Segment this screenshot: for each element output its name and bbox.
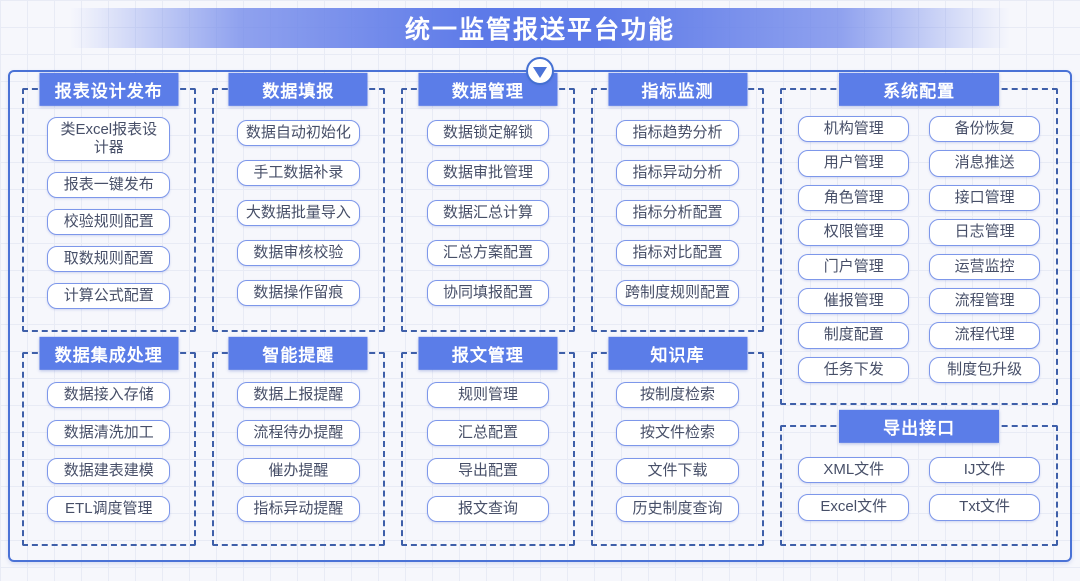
chevron-down-icon [533,66,547,78]
feature-item: 催办提醒 [236,457,360,485]
column-5: 系统配置 机构管理 备份恢复 用户管理 消息推送 角色管理 接口管理 权限管理 … [780,72,1059,546]
feature-item: 权限管理 [798,219,910,246]
feature-item: 日志管理 [929,219,1041,246]
feature-item: 数据接入存储 [47,381,171,408]
group-data-filling: 数据填报 数据自动初始化 手工数据补录 大数据批量导入 数据审核校验 数据操作留… [211,72,386,332]
feature-item: 取数规则配置 [47,245,171,273]
group-indicator-monitoring: 指标监测 指标趋势分析 指标异动分析 指标分析配置 指标对比配置 跨制度规则配置 [590,72,765,332]
group-items: 数据接入存储 数据清洗加工 数据建表建模 ETL调度管理 [24,354,194,544]
group-title: 指标监测 [607,72,748,106]
feature-item: 指标异动分析 [616,159,739,186]
group-message-management: 报文管理 规则管理 汇总配置 导出配置 报文查询 [401,336,575,546]
feature-item: 计算公式配置 [47,282,171,310]
feature-item: 指标分析配置 [616,199,739,226]
feature-item: 消息推送 [929,150,1041,177]
feature-item: 大数据批量导入 [236,199,360,226]
feature-item: 跨制度规则配置 [616,279,739,306]
feature-item: 按文件检索 [616,419,739,446]
feature-item: 导出配置 [426,457,550,485]
feature-item: 流程待办提醒 [236,419,360,446]
group-title: 数据集成处理 [39,336,179,370]
feature-item: 手工数据补录 [236,159,360,186]
feature-item: 催报管理 [798,287,910,315]
panel-content: 报表设计发布 类Excel报表设计器 报表一键发布 校验规则配置 取数规则配置 … [22,72,1059,546]
feature-item: 任务下发 [798,356,910,383]
feature-item: 数据自动初始化 [236,119,360,146]
feature-item: 数据锁定解锁 [426,119,550,146]
group-data-management: 数据管理 数据锁定解锁 数据审批管理 数据汇总计算 汇总方案配置 协同填报配置 [401,72,575,332]
feature-item: 数据上报提醒 [236,381,360,408]
group-items: 数据锁定解锁 数据审批管理 数据汇总计算 汇总方案配置 协同填报配置 [403,90,573,330]
group-title: 知识库 [607,336,748,370]
feature-item: 运营监控 [929,253,1041,280]
group-items: 指标趋势分析 指标异动分析 指标分析配置 指标对比配置 跨制度规则配置 [593,90,763,330]
feature-item: 报表一键发布 [47,171,171,199]
group-knowledge-base: 知识库 按制度检索 按文件检索 文件下载 历史制度查询 [590,336,765,546]
feature-item: 角色管理 [798,184,910,212]
feature-item: 汇总配置 [426,419,550,446]
group-title: 报表设计发布 [39,72,179,106]
feature-item: 数据操作留痕 [236,279,360,306]
feature-item: 报文查询 [426,495,550,523]
group-items: 机构管理 备份恢复 用户管理 消息推送 角色管理 接口管理 权限管理 日志管理 … [782,90,1056,403]
column-2: 数据填报 数据自动初始化 手工数据补录 大数据批量导入 数据审核校验 数据操作留… [211,72,386,546]
feature-item: 指标趋势分析 [616,119,739,146]
feature-item: 数据汇总计算 [426,199,550,226]
feature-item: 制度包升级 [929,356,1041,383]
feature-item: 数据清洗加工 [47,419,171,446]
feature-item: IJ文件 [929,456,1041,483]
group-items: 按制度检索 按文件检索 文件下载 历史制度查询 [593,354,763,544]
feature-item: Txt文件 [929,494,1041,521]
group-items: 类Excel报表设计器 报表一键发布 校验规则配置 取数规则配置 计算公式配置 [24,90,194,330]
group-items: 数据上报提醒 流程待办提醒 催办提醒 指标异动提醒 [214,354,384,544]
feature-item: 接口管理 [929,184,1041,212]
feature-item: 历史制度查询 [616,495,739,523]
group-title: 系统配置 [839,72,1000,106]
group-export-interface: 导出接口 XML文件 IJ文件 Excel文件 Txt文件 [780,409,1059,546]
feature-item: 数据审批管理 [426,159,550,186]
group-items: 规则管理 汇总配置 导出配置 报文查询 [403,354,573,544]
collapse-indicator [526,57,554,85]
group-data-integration: 数据集成处理 数据接入存储 数据清洗加工 数据建表建模 ETL调度管理 [22,336,196,546]
feature-item: 制度配置 [798,322,910,349]
column-1: 报表设计发布 类Excel报表设计器 报表一键发布 校验规则配置 取数规则配置 … [22,72,196,546]
feature-item: 备份恢复 [929,116,1041,143]
feature-item: 按制度检索 [616,381,739,408]
group-title: 智能提醒 [228,336,368,370]
feature-item: 指标异动提醒 [236,495,360,523]
feature-item: 流程代理 [929,322,1041,349]
feature-item: 流程管理 [929,287,1041,315]
platform-functions-panel: 报表设计发布 类Excel报表设计器 报表一键发布 校验规则配置 取数规则配置 … [8,70,1072,562]
column-4: 指标监测 指标趋势分析 指标异动分析 指标分析配置 指标对比配置 跨制度规则配置… [590,72,765,546]
column-3: 数据管理 数据锁定解锁 数据审批管理 数据汇总计算 汇总方案配置 协同填报配置 … [401,72,575,546]
feature-item: 门户管理 [798,253,910,280]
group-smart-reminder: 智能提醒 数据上报提醒 流程待办提醒 催办提醒 指标异动提醒 [211,336,386,546]
group-system-config: 系统配置 机构管理 备份恢复 用户管理 消息推送 角色管理 接口管理 权限管理 … [780,72,1059,406]
feature-item: 文件下载 [616,457,739,485]
feature-item: 协同填报配置 [426,279,550,306]
feature-item: 汇总方案配置 [426,239,550,266]
feature-item: 数据审核校验 [236,239,360,266]
page-title-banner: 统一监管报送平台功能 [40,8,1040,48]
group-title: 报文管理 [418,336,558,370]
feature-item: 类Excel报表设计器 [47,116,171,162]
feature-item: 机构管理 [798,116,910,143]
group-items: XML文件 IJ文件 Excel文件 Txt文件 [782,427,1056,544]
feature-item: Excel文件 [798,494,910,521]
feature-item: 指标对比配置 [616,239,739,266]
page-title: 统一监管报送平台功能 [404,16,675,44]
feature-item: 校验规则配置 [47,208,171,236]
group-report-design-publish: 报表设计发布 类Excel报表设计器 报表一键发布 校验规则配置 取数规则配置 … [22,72,196,332]
feature-item: 数据建表建模 [47,457,171,485]
group-items: 数据自动初始化 手工数据补录 大数据批量导入 数据审核校验 数据操作留痕 [214,90,384,330]
feature-item: XML文件 [798,456,910,483]
feature-item: 规则管理 [426,381,550,408]
group-title: 数据填报 [228,72,368,106]
feature-item: ETL调度管理 [47,495,171,523]
group-title: 导出接口 [839,409,1000,443]
feature-item: 用户管理 [798,150,910,177]
